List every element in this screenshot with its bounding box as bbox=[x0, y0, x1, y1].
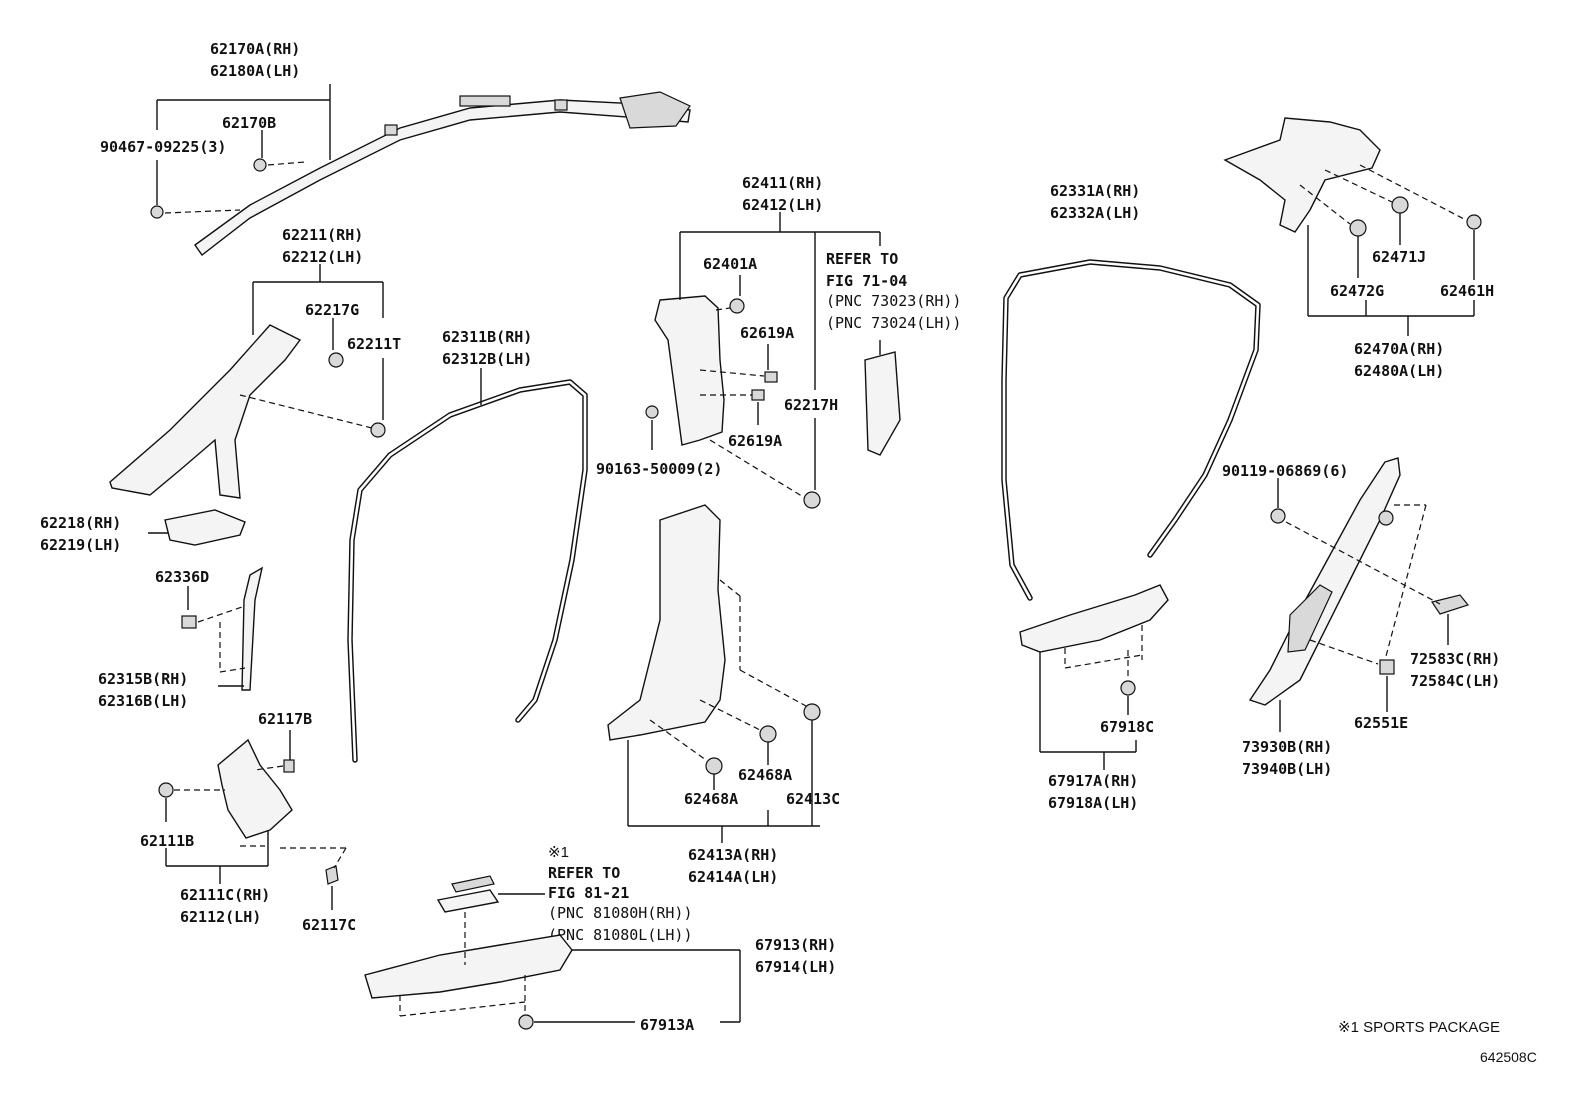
rear-pillar-garnish[interactable] bbox=[1248, 457, 1401, 706]
ref-line: (PNC 81080H(RH)) bbox=[548, 904, 693, 922]
ref-line: (PNC 73023(RH)) bbox=[826, 292, 961, 310]
label-62219[interactable]: 62219(LH) bbox=[40, 536, 121, 554]
label-67913A[interactable]: 67913A bbox=[640, 1016, 694, 1034]
clip-icon bbox=[1270, 508, 1470, 675]
footnote-sports-package: ※1 SPORTS PACKAGE bbox=[1338, 1019, 1500, 1036]
label-62212[interactable]: 62212(LH) bbox=[282, 248, 363, 266]
clip-icon bbox=[328, 352, 386, 438]
clip-icon bbox=[518, 1014, 534, 1030]
label-62117B[interactable]: 62117B bbox=[258, 710, 312, 728]
ref-line: REFER TO bbox=[548, 864, 620, 882]
label-62411[interactable]: 62411(RH) bbox=[742, 174, 823, 192]
label-62470A[interactable]: 62470A(RH) bbox=[1354, 340, 1444, 358]
reference-fig-81-21[interactable]: ※1 REFER TO FIG 81-21 (PNC 81080H(RH)) (… bbox=[548, 844, 693, 944]
label-62551E[interactable]: 62551E bbox=[1354, 714, 1408, 732]
label-72584C[interactable]: 72584C(LH) bbox=[1410, 672, 1500, 690]
seat-belt-anchor bbox=[864, 351, 901, 456]
label-62332A[interactable]: 62332A(LH) bbox=[1050, 204, 1140, 222]
label-62170A[interactable]: 62170A(RH) bbox=[210, 40, 300, 58]
label-67913[interactable]: 67913(RH) bbox=[755, 936, 836, 954]
label-62315B[interactable]: 62315B(RH) bbox=[98, 670, 188, 688]
label-62480A[interactable]: 62480A(LH) bbox=[1354, 362, 1444, 380]
label-62180A[interactable]: 62180A(LH) bbox=[210, 62, 300, 80]
scuff-plate-insert[interactable] bbox=[436, 875, 500, 913]
label-62217G[interactable]: 62217G bbox=[305, 301, 359, 319]
label-62316B[interactable]: 62316B(LH) bbox=[98, 692, 188, 710]
front-pillar-garnish[interactable] bbox=[109, 324, 302, 499]
bolt-icon bbox=[150, 158, 267, 219]
label-62311B[interactable]: 62311B(RH) bbox=[442, 328, 532, 346]
label-62468A-right[interactable]: 62468A bbox=[738, 766, 792, 784]
label-62111B[interactable]: 62111B bbox=[140, 832, 194, 850]
front-door-scuff-plate[interactable] bbox=[364, 934, 573, 999]
label-67918C[interactable]: 67918C bbox=[1100, 718, 1154, 736]
sports-package-mark: ※1 bbox=[548, 844, 569, 861]
label-90119-06869[interactable]: 90119-06869(6) bbox=[1222, 462, 1348, 480]
label-90467-09225[interactable]: 90467-09225(3) bbox=[100, 138, 226, 156]
roof-side-inner-garnish[interactable] bbox=[1223, 117, 1381, 233]
label-62412[interactable]: 62412(LH) bbox=[742, 196, 823, 214]
label-62217H[interactable]: 62217H bbox=[784, 396, 838, 414]
label-62413C[interactable]: 62413C bbox=[786, 790, 840, 808]
clip-icon bbox=[1120, 680, 1136, 696]
label-62170B[interactable]: 62170B bbox=[222, 114, 276, 132]
front-door-weatherstrip[interactable] bbox=[347, 379, 588, 763]
center-pillar-lower-garnish[interactable] bbox=[607, 504, 726, 741]
ref-line: REFER TO bbox=[826, 250, 898, 268]
label-62401A[interactable]: 62401A bbox=[703, 255, 757, 273]
label-67918A[interactable]: 67918A(LH) bbox=[1048, 794, 1138, 812]
label-62336D[interactable]: 62336D bbox=[155, 568, 209, 586]
label-62312B[interactable]: 62312B(LH) bbox=[442, 350, 532, 368]
center-pillar-upper-garnish[interactable] bbox=[654, 295, 725, 446]
label-62218[interactable]: 62218(RH) bbox=[40, 514, 121, 532]
label-62117C[interactable]: 62117C bbox=[302, 916, 356, 934]
label-62461H[interactable]: 62461H bbox=[1440, 282, 1494, 300]
figure-code: 642508C bbox=[1480, 1049, 1537, 1065]
rear-door-weatherstrip[interactable] bbox=[1001, 259, 1261, 601]
clip-icon bbox=[705, 703, 821, 775]
label-62112[interactable]: 62112(LH) bbox=[180, 908, 261, 926]
label-67917A[interactable]: 67917A(RH) bbox=[1048, 772, 1138, 790]
label-73930B[interactable]: 73930B(RH) bbox=[1242, 738, 1332, 756]
label-62211T[interactable]: 62211T bbox=[347, 335, 401, 353]
cowl-side-trim[interactable] bbox=[217, 738, 293, 839]
label-72583C[interactable]: 72583C(RH) bbox=[1410, 650, 1500, 668]
label-62619A-upper[interactable]: 62619A bbox=[740, 324, 794, 342]
label-73940B[interactable]: 73940B(LH) bbox=[1242, 760, 1332, 778]
label-62472G[interactable]: 62472G bbox=[1330, 282, 1384, 300]
clip-icon bbox=[645, 298, 821, 509]
ref-line: (PNC 81080L(LH)) bbox=[548, 926, 693, 944]
retainer-strip[interactable] bbox=[181, 566, 264, 691]
rear-door-scuff-plate[interactable] bbox=[1019, 584, 1169, 653]
label-62413A[interactable]: 62413A(RH) bbox=[688, 846, 778, 864]
label-62414A[interactable]: 62414A(LH) bbox=[688, 868, 778, 886]
clip-icon bbox=[1349, 196, 1482, 237]
ref-line: (PNC 73024(LH)) bbox=[826, 314, 961, 332]
clip-icon bbox=[158, 782, 339, 885]
label-62468A-left[interactable]: 62468A bbox=[684, 790, 738, 808]
curtain-airbag-assembly[interactable] bbox=[194, 91, 691, 257]
label-62471J[interactable]: 62471J bbox=[1372, 248, 1426, 266]
label-62619A-lower[interactable]: 62619A bbox=[728, 432, 782, 450]
label-62211[interactable]: 62211(RH) bbox=[282, 226, 363, 244]
label-62111C[interactable]: 62111C(RH) bbox=[180, 886, 270, 904]
ref-line: FIG 81-21 bbox=[548, 884, 629, 902]
ref-line: FIG 71-04 bbox=[826, 272, 907, 290]
label-62331A[interactable]: 62331A(RH) bbox=[1050, 182, 1140, 200]
label-90163-50009[interactable]: 90163-50009(2) bbox=[596, 460, 722, 478]
reference-fig-71-04[interactable]: REFER TO FIG 71-04 (PNC 73023(RH)) (PNC … bbox=[826, 250, 961, 332]
garnish-cover[interactable] bbox=[164, 509, 246, 546]
label-67914[interactable]: 67914(LH) bbox=[755, 958, 836, 976]
